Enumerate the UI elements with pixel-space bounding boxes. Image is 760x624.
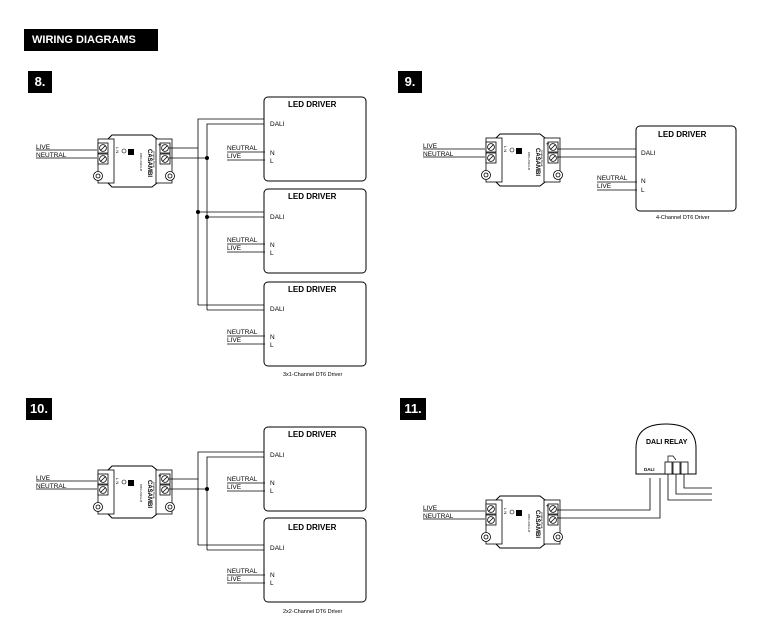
driver-title: LED DRIVER — [288, 523, 337, 532]
dali-label: DALI — [270, 121, 285, 128]
casambi-controller-icon — [482, 496, 563, 548]
neutral-label: NEUTRAL — [227, 329, 258, 336]
dali-label: DALI — [270, 214, 285, 221]
n-terminal-label: N — [641, 178, 646, 185]
live-label: LIVE — [227, 576, 242, 583]
neutral-label: NEUTRAL — [227, 145, 258, 152]
n-terminal-label: N — [270, 150, 275, 157]
casambi-controller-icon — [482, 134, 563, 186]
driver-title: LED DRIVER — [658, 130, 707, 139]
n-terminal-label: N — [270, 572, 275, 579]
dali-label: DALI — [270, 452, 285, 459]
driver-title: LED DRIVER — [288, 285, 337, 294]
neutral-label: NEUTRAL — [227, 237, 258, 244]
neutral-label: NEUTRAL — [597, 175, 628, 182]
n-terminal-label: N — [270, 334, 275, 341]
casambi-controller-icon — [94, 135, 175, 187]
neutral-label: NEUTRAL — [423, 151, 454, 158]
diagram-number-9: 9. — [398, 71, 422, 93]
l-terminal-label: L — [270, 580, 274, 587]
l-terminal-label: L — [270, 488, 274, 495]
live-label: LIVE — [597, 183, 612, 190]
neutral-label: NEUTRAL — [227, 568, 258, 575]
diagram-8: LIVE NEUTRAL LED DRIVER LED DRIVER LED D… — [36, 96, 367, 378]
dali-label: DALI — [270, 545, 285, 552]
diagram-number-10: 10. — [26, 398, 52, 420]
diagram-number-11: 11. — [400, 398, 426, 420]
l-terminal-label: L — [270, 342, 274, 349]
n-terminal-label: N — [270, 480, 275, 487]
l-terminal-label: L — [270, 250, 274, 257]
section-title: WIRING DIAGRAMS — [24, 29, 158, 51]
live-label: LIVE — [227, 153, 242, 160]
diagram-caption: 3x1-Channel DT6 Driver — [283, 372, 342, 378]
driver-title: LED DRIVER — [288, 192, 337, 201]
live-label: LIVE — [227, 337, 242, 344]
diagram-11: LIVE NEUTRAL DALI RELAY DALI — [423, 423, 712, 548]
driver-title: LED DRIVER — [288, 430, 337, 439]
live-label: LIVE — [227, 484, 242, 491]
dali-label: DALI — [270, 306, 285, 313]
n-terminal-label: N — [270, 242, 275, 249]
dali-label: DALI — [641, 150, 656, 157]
relay-dali-label: DALI — [644, 467, 655, 472]
l-terminal-label: L — [641, 187, 645, 194]
diagram-caption: 2x2-Channel DT6 Driver — [283, 609, 342, 615]
diagram-number-8: 8. — [28, 71, 52, 93]
neutral-label: NEUTRAL — [423, 513, 454, 520]
diagram-10: LIVE NEUTRAL LED DRIVER LED DRIVER DALI … — [36, 426, 367, 615]
l-terminal-label: L — [270, 158, 274, 165]
dali-relay-icon — [635, 423, 697, 475]
live-label: LIVE — [227, 245, 242, 252]
live-label: LIVE — [36, 475, 51, 482]
neutral-label: NEUTRAL — [36, 483, 67, 490]
live-label: LIVE — [36, 144, 51, 151]
neutral-label: NEUTRAL — [227, 476, 258, 483]
neutral-label: NEUTRAL — [36, 152, 67, 159]
relay-title: DALI RELAY — [646, 439, 688, 446]
diagram-caption: 4-Channel DT6 Driver — [656, 215, 710, 221]
live-label: LIVE — [423, 143, 438, 150]
diagram-9: LIVE NEUTRAL LED DRIVER DALI NEUTRAL LIV… — [423, 125, 737, 221]
driver-title: LED DRIVER — [288, 100, 337, 109]
live-label: LIVE — [423, 505, 438, 512]
casambi-controller-icon — [94, 466, 175, 518]
